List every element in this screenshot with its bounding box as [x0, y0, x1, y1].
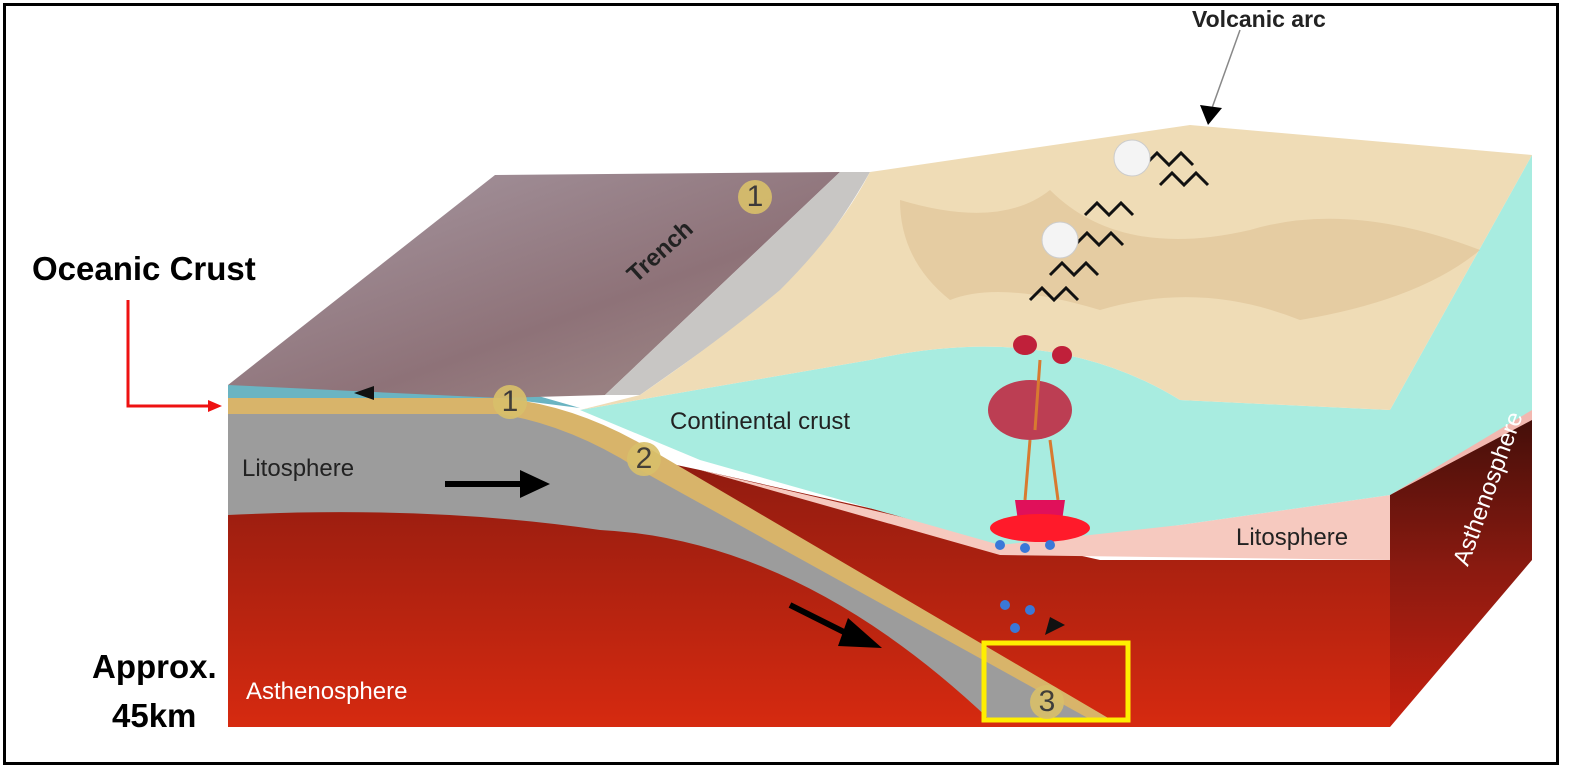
crust-right-side [1390, 155, 1532, 495]
depth-label-line2: 45km [112, 697, 197, 734]
subducting-lithosphere [228, 412, 1110, 720]
lithosphere-left-label: Litosphere [242, 455, 355, 482]
lithosphere-right-label: Litosphere [1236, 524, 1349, 551]
oceanic-crust-band [228, 398, 1115, 722]
volcanic-arc-label: Volcanic arc [1192, 6, 1326, 32]
marker-1-ocean: 1 [738, 180, 772, 214]
volcanic-arc-symbols [1028, 150, 1210, 303]
marker-2: 2 [627, 442, 661, 476]
continental-crust-label: Continental crust [670, 408, 851, 435]
continent-texture [900, 190, 1480, 320]
volcanic-arc-pointer-line [1211, 29, 1241, 109]
motion-arrow-lithosphere [445, 470, 550, 498]
ash-cloud-lower [1041, 221, 1079, 259]
lithosphere-right [700, 470, 1390, 560]
subduction-arrowhead [1045, 617, 1065, 635]
marker-1-trench: 1 [493, 385, 527, 419]
asthenosphere-bottom-label: Asthenosphere [246, 678, 408, 705]
motion-arrow-ocean [354, 386, 374, 400]
oceanic-crust-pointer [126, 300, 210, 408]
magma-plume [988, 335, 1090, 633]
ocean-top [228, 172, 840, 398]
oceanic-crust-pointer-head [208, 400, 222, 412]
image-border [3, 3, 1559, 765]
volcanic-arc-pointer-head [1200, 105, 1222, 125]
marker-3: 3 [1030, 685, 1064, 719]
highlight-box [981, 640, 1131, 723]
continental-crust [580, 346, 1390, 545]
trench-slope [605, 172, 870, 395]
oceanic-crust-label: Oceanic Crust [32, 250, 256, 287]
ash-cloud-upper [1113, 139, 1151, 177]
motion-arrow-slab [788, 602, 882, 648]
depth-label-line1: Approx. [92, 648, 217, 685]
